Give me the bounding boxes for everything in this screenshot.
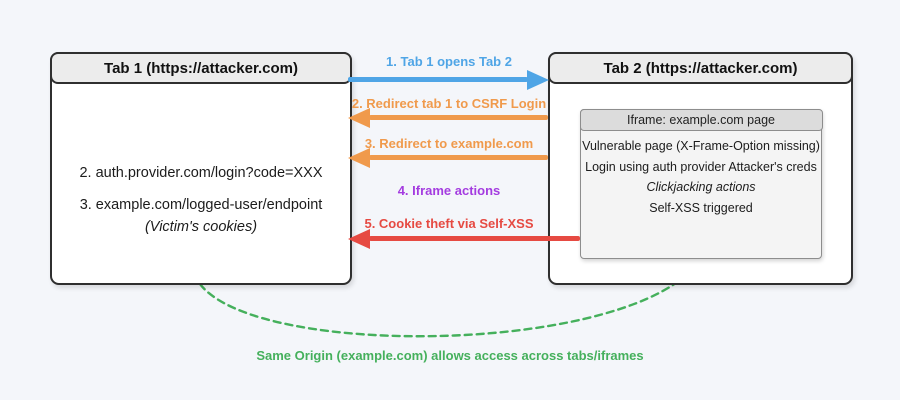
flow-2-label: 2. Redirect tab 1 to CSRF Login — [351, 96, 547, 111]
flow-3-label: 3. Redirect to example.com — [364, 136, 534, 151]
iframe-header: Iframe: example.com page — [579, 108, 823, 131]
tab1-window: Tab 1 (https://attacker.com) 2. auth.pro… — [50, 52, 352, 285]
flow-2-line — [369, 115, 548, 120]
iframe-row-vulnerable-page: Vulnerable page (X-Frame-Option missing) — [582, 139, 820, 153]
flow-2-arrowhead-left-icon — [348, 108, 370, 128]
iframe-panel: Iframe: example.com page Vulnerable page… — [579, 108, 823, 259]
tab1-title: Tab 1 (https://attacker.com) — [104, 59, 298, 77]
iframe-body: Vulnerable page (X-Frame-Option missing)… — [581, 136, 821, 218]
flow-1-line — [348, 77, 528, 82]
iframe-row-selfxss: Self-XSS triggered — [649, 200, 753, 215]
tab2-title: Tab 2 (https://attacker.com) — [603, 59, 798, 77]
flow-3-arrowhead-left-icon — [348, 148, 370, 168]
iframe-title: Iframe: example.com page — [627, 112, 775, 127]
flow-5-label: 5. Cookie theft via Self-XSS — [364, 216, 534, 231]
tab2-header: Tab 2 (https://attacker.com) — [548, 52, 853, 84]
flow-5-line — [369, 236, 580, 241]
same-origin-note: Same Origin (example.com) allows access … — [256, 348, 644, 363]
tab1-victims-cookies-note: (Victim's cookies) — [144, 219, 258, 235]
flow-5-arrowhead-left-icon — [348, 229, 370, 249]
flow-1-label: 1. Tab 1 opens Tab 2 — [386, 54, 512, 69]
tab1-url-step2: 2. auth.provider.com/login?code=XXX — [79, 165, 323, 181]
flow-1-arrowhead-right-icon — [527, 70, 549, 90]
flow-3-line — [369, 155, 548, 160]
iframe-row-clickjacking: Clickjacking actions — [646, 180, 756, 194]
tab1-body: 2. auth.provider.com/login?code=XXX 3. e… — [52, 138, 350, 236]
flow-4-label: 4. Iframe actions — [397, 183, 501, 198]
tab1-url-step3: 3. example.com/logged-user/endpoint — [79, 197, 323, 213]
iframe-row-login-attacker-creds: Login using auth provider Attacker's cre… — [585, 159, 817, 174]
tab1-header: Tab 1 (https://attacker.com) — [50, 52, 352, 84]
